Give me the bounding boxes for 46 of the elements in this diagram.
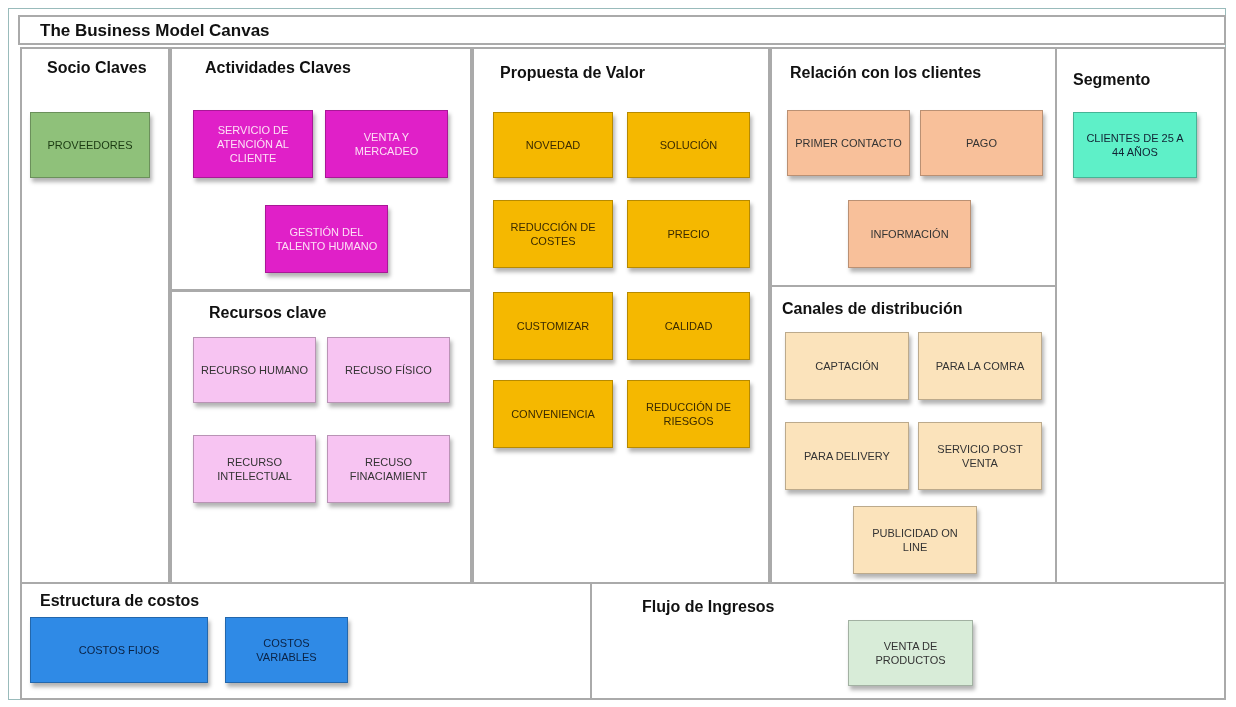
sticky-note: VENTA DE PRODUCTOS (848, 620, 973, 686)
canvas-section (170, 47, 472, 291)
sticky-note: PUBLICIDAD ON LINE (853, 506, 977, 574)
canvas-section (20, 47, 170, 584)
canvas-section (770, 47, 1057, 287)
sticky-note: COSTOS VARIABLES (225, 617, 348, 683)
canvas-section (472, 47, 770, 584)
section-heading: Estructura de costos (40, 592, 200, 610)
sticky-note: RECURSO INTELECTUAL (193, 435, 316, 503)
sticky-note: REDUCCIÓN DE RIESGOS (627, 380, 750, 448)
sticky-note: COSTOS FIJOS (30, 617, 208, 683)
sticky-note: CONVENIENCIA (493, 380, 613, 448)
section-heading: Propuesta de Valor (500, 64, 645, 82)
sticky-note: PARA LA COMRA (918, 332, 1042, 400)
sticky-note: RECURSO HUMANO (193, 337, 316, 403)
section-heading: Flujo de Ingresos (642, 598, 775, 616)
sticky-note: PRECIO (627, 200, 750, 268)
sticky-note: PARA DELIVERY (785, 422, 909, 490)
canvas-section (1055, 47, 1226, 584)
diagram-title: The Business Model Canvas (40, 21, 270, 41)
sticky-note: CLIENTES DE 25 A 44 AÑOS (1073, 112, 1197, 178)
sticky-note: PAGO (920, 110, 1043, 176)
section-heading: Canales de distribución (782, 300, 963, 318)
sticky-note: PRIMER CONTACTO (787, 110, 910, 176)
sticky-note: CUSTOMIZAR (493, 292, 613, 360)
canvas-section (590, 582, 1226, 700)
sticky-note: RECUSO FÍSICO (327, 337, 450, 403)
section-heading: Recursos clave (209, 304, 327, 322)
sticky-note: GESTIÓN DEL TALENTO HUMANO (265, 205, 388, 273)
sticky-note: NOVEDAD (493, 112, 613, 178)
sticky-note: RECUSO FINACIAMIENT (327, 435, 450, 503)
section-heading: Actividades Claves (205, 59, 351, 77)
sticky-note: PROVEEDORES (30, 112, 150, 178)
sticky-note: CAPTACIÓN (785, 332, 909, 400)
section-heading: Socio Claves (47, 59, 147, 77)
section-heading: Segmento (1073, 71, 1151, 89)
sticky-note: SERVICIO DE ATENCIÓN AL CLIENTE (193, 110, 313, 178)
sticky-note: INFORMACIÓN (848, 200, 971, 268)
sticky-note: SOLUCIÓN (627, 112, 750, 178)
section-heading: Relación con los clientes (790, 64, 982, 82)
sticky-note: CALIDAD (627, 292, 750, 360)
canvas-section (170, 290, 472, 584)
sticky-note: REDUCCIÓN DE COSTES (493, 200, 613, 268)
sticky-note: SERVICIO POST VENTA (918, 422, 1042, 490)
sticky-note: VENTA Y MERCADEO (325, 110, 448, 178)
canvas-section (20, 582, 592, 700)
